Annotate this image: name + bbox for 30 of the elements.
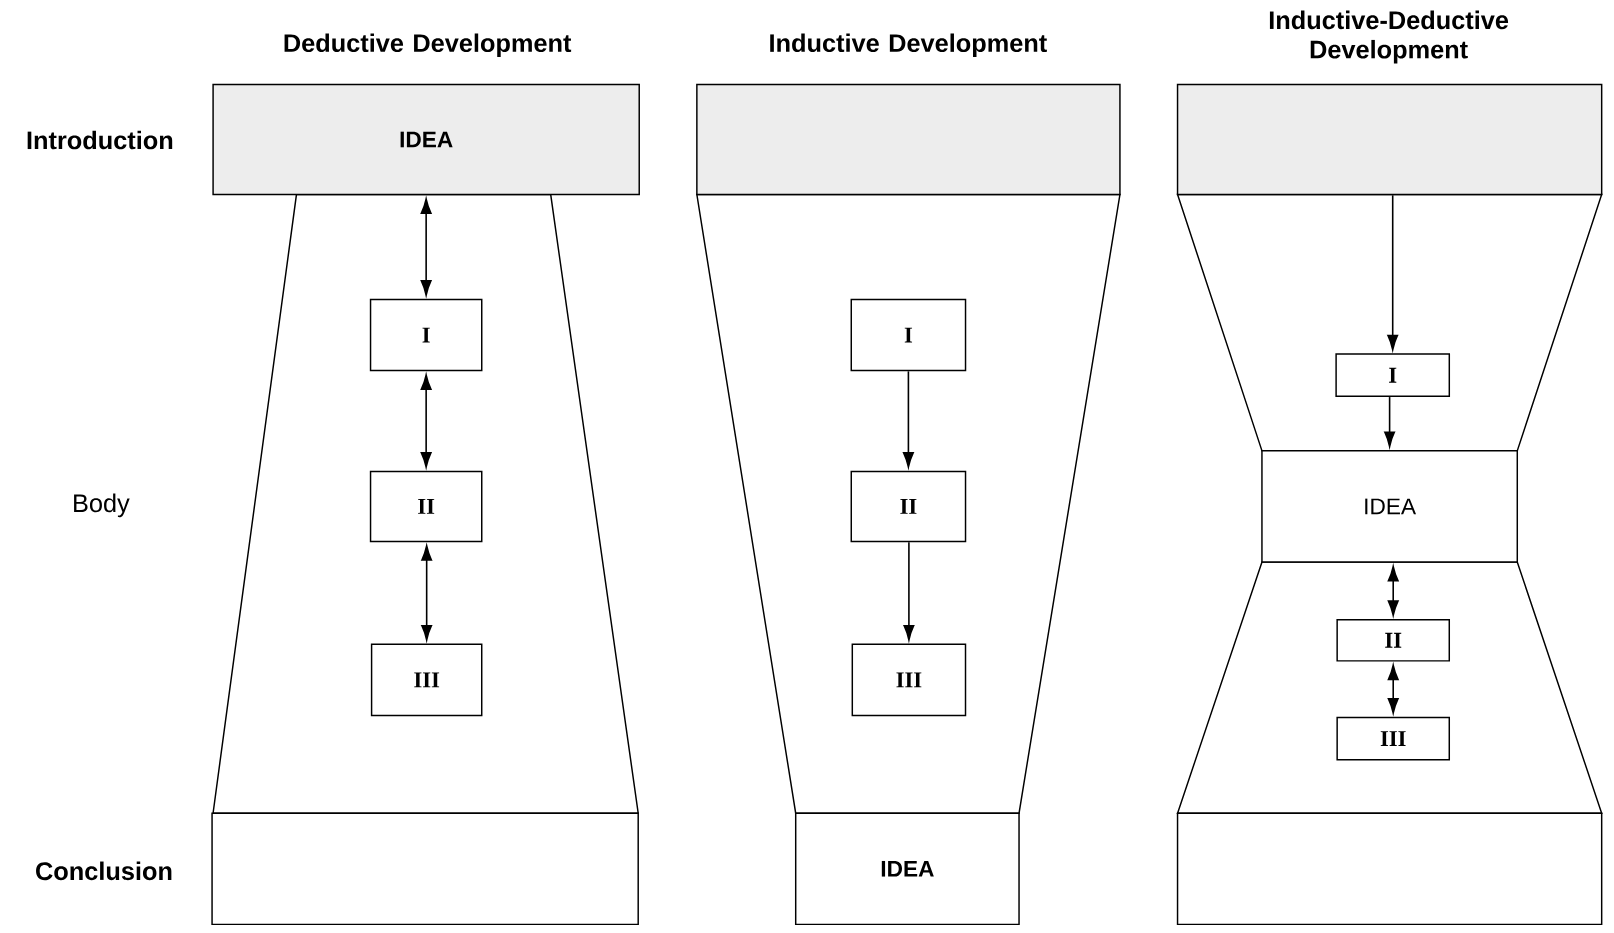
numeral-box: II (850, 470, 967, 543)
numeral-box: I (369, 298, 483, 372)
row-label: Introduction (27, 130, 173, 150)
arrow (1387, 664, 1399, 714)
introduction-box: IDEA (212, 83, 640, 196)
row-label: Conclusion (36, 861, 172, 881)
introduction-box (1176, 83, 1603, 196)
numeral-box: II (369, 470, 483, 543)
arrow (1387, 194, 1399, 351)
arrow (902, 370, 914, 468)
column-heading: Inductive Development (770, 33, 1047, 58)
row-label: Body (74, 493, 130, 518)
numeral-box: II (1336, 618, 1450, 662)
conclusion-box: IDEA (794, 812, 1020, 926)
arrow (903, 541, 915, 641)
numeral-box: I (1335, 353, 1451, 398)
numeral-box: III (370, 643, 483, 717)
introduction-box (696, 83, 1121, 196)
conclusion-box (211, 812, 639, 926)
numeral-box: I (850, 298, 967, 372)
idea-box: IDEA (1261, 450, 1518, 563)
numeral-box: III (851, 643, 967, 717)
numeral-box: III (1336, 716, 1450, 761)
arrow (420, 198, 432, 296)
arrow (420, 374, 432, 468)
column-heading: Deductive Development (284, 33, 572, 58)
arrow (1384, 396, 1396, 448)
arrow (1387, 565, 1399, 616)
arrow (421, 545, 433, 641)
conclusion-box (1176, 812, 1603, 926)
